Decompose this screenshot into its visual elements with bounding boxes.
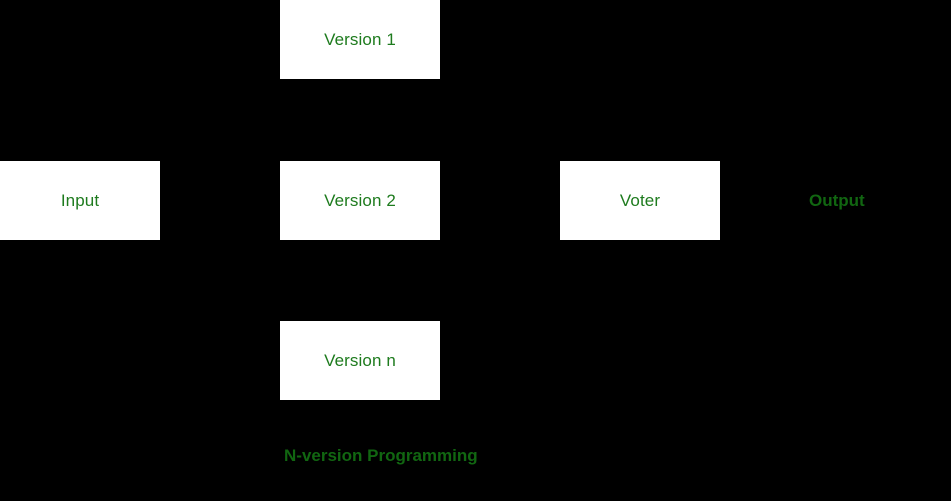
node-version-2-label: Version 2 <box>324 191 396 210</box>
edge-input-to-version-1 <box>160 39 280 201</box>
node-version-n[interactable]: Version n <box>280 321 440 400</box>
node-version-n-label: Version n <box>324 351 396 370</box>
node-input[interactable]: Input <box>0 161 160 240</box>
node-version-2[interactable]: Version 2 <box>280 161 440 240</box>
edge-version-n-to-voter <box>440 199 560 361</box>
diagram-caption: N-version Programming <box>284 446 478 465</box>
edge-input-to-version-n <box>160 199 280 361</box>
node-voter-label: Voter <box>619 191 661 210</box>
output-label: Output <box>809 191 865 210</box>
node-version-1-label: Version 1 <box>324 30 396 49</box>
node-version-1[interactable]: Version 1 <box>280 0 440 79</box>
node-voter[interactable]: Voter <box>560 161 720 240</box>
node-input-label: Input <box>60 191 100 210</box>
edge-version-1-to-voter <box>440 39 560 201</box>
